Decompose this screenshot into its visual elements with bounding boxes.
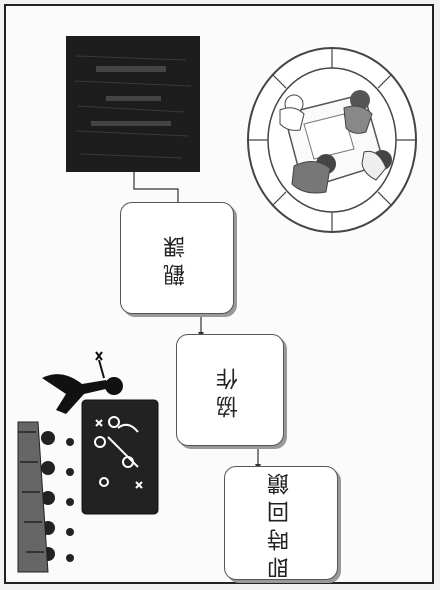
step-label-observe: 觀課 [164,230,189,286]
classroom-table-icon [244,44,420,236]
step-box-feedback: 即時回饋 [224,466,338,580]
step-box-collaborate: 協作 [176,334,284,446]
coach-playbook-icon [8,342,168,582]
blackboard-photo-icon [66,36,200,172]
step-box-observe: 觀課 [120,202,234,314]
step-label-feedback: 即時回饋 [268,467,293,579]
flow-connectors [133,172,261,470]
document-page: 觀課 協作 即時回饋 [4,4,434,584]
step-label-collaborate: 協作 [217,362,242,418]
